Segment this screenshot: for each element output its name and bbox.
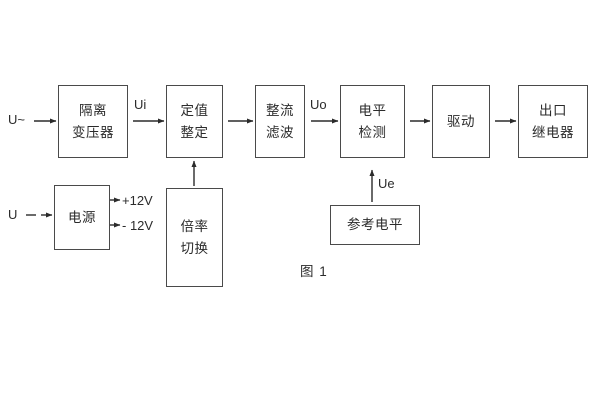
block-power-supply: 电源 (54, 185, 110, 250)
label-input-dc: U (8, 207, 18, 222)
block-line: 倍率 (180, 218, 209, 234)
block-rectify-filter: 整流 滤波 (255, 85, 305, 158)
label-signal-ui: Ui (134, 97, 147, 112)
block-isolation-transformer: 隔离 变压器 (58, 85, 128, 158)
block-line: 定值 (180, 102, 209, 118)
block-line: 驱动 (447, 113, 475, 129)
block-line: 电平 (358, 102, 387, 118)
block-line: 隔离 (79, 102, 107, 118)
block-line: 继电器 (532, 124, 574, 140)
block-line: 切换 (180, 240, 209, 256)
block-drive: 驱动 (432, 85, 490, 158)
block-line: 电源 (68, 209, 96, 225)
block-line: 变压器 (72, 124, 114, 140)
block-setting-value: 定值 整定 (166, 85, 223, 158)
label-supply-neg-12v: - 12V (122, 218, 154, 233)
block-line: 参考电平 (347, 217, 403, 233)
label-signal-ue: Ue (378, 176, 395, 191)
block-line: 整流 (266, 102, 294, 118)
block-line: 出口 (539, 102, 567, 118)
figure-caption: 图 1 (300, 264, 328, 279)
block-line: 整定 (180, 124, 209, 140)
block-multiplier-switch: 倍率 切换 (166, 188, 223, 287)
block-line: 滤波 (266, 124, 294, 140)
label-input-ac: U~ (8, 112, 25, 127)
block-line: 检测 (358, 124, 387, 140)
label-supply-pos-12v: +12V (122, 193, 153, 208)
block-output-relay: 出口 继电器 (518, 85, 588, 158)
block-reference-level: 参考电平 (330, 205, 420, 245)
label-signal-uo: Uo (310, 97, 327, 112)
block-level-detection: 电平 检测 (340, 85, 405, 158)
